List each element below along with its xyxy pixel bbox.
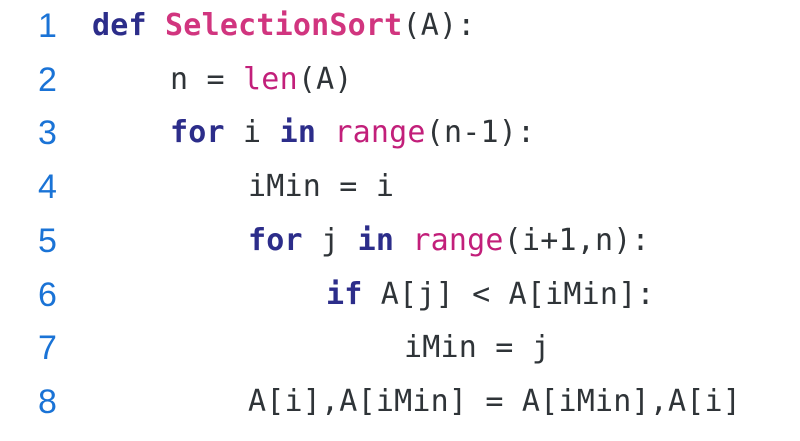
code-token-tx: (i+1,n): [503,222,650,258]
code-token-kw: in [357,222,395,258]
code-token-kw: for [170,115,225,151]
code-token-tx: i [224,115,280,151]
line-number: 8 [38,382,57,421]
line-number: 4 [38,168,57,207]
code-token-bi: len [243,61,298,97]
code-line: 7 iMin = j [0,322,800,374]
code-token-tx: iMin = i [248,169,395,205]
code-text: iMin = j [404,322,550,374]
code-token-tx: j [302,222,358,258]
line-number: 5 [38,221,57,260]
code-text: A[i],A[iMin] = A[iMin],A[i] [248,376,741,428]
code-token-tx: iMin = j [404,330,551,366]
code-token-tx: (A): [402,8,476,43]
code-text: n = len(A) [170,54,353,106]
code-token-tx [394,223,412,258]
code-line: 1 def SelectionSort(A): [0,0,800,52]
code-token-kw: if [326,276,363,312]
code-token-tx: (A) [297,61,353,97]
code-token-kw: for [248,222,303,258]
code-token-tx: A[j] < A[iMin]: [362,276,655,312]
code-token-tx: (n-1): [425,115,536,151]
code-token-fn: SelectionSort [165,8,403,43]
line-number: 1 [38,7,57,45]
code-line: 8 A[i],A[iMin] = A[iMin],A[i] [0,376,800,428]
code-line: 4 iMin = i [0,161,800,213]
line-number: 7 [38,329,57,368]
code-token-tx: A[i],A[iMin] = A[iMin],A[i] [248,383,742,419]
code-text: for j in range(i+1,n): [248,215,650,267]
code-text: for i in range(n-1): [170,107,535,159]
code-text: if A[j] < A[iMin]: [326,269,655,321]
code-token-kw: in [279,115,317,151]
code-line: 5 for j in range(i+1,n): [0,215,800,267]
code-text: iMin = i [248,161,394,213]
code-text: def SelectionSort(A): [92,0,476,52]
code-token-bi: range [412,222,504,258]
line-number: 2 [38,60,57,99]
code-line: 3 for i in range(n-1): [0,107,800,159]
line-number: 3 [38,114,57,153]
code-line: 6 if A[j] < A[iMin]: [0,269,800,321]
code-token-bi: range [334,115,426,151]
code-token-tx: n = [170,61,244,97]
code-token-tx [316,115,334,150]
code-token-kw: def [92,8,166,43]
line-number: 6 [38,275,57,314]
code-line: 2 n = len(A) [0,54,800,106]
